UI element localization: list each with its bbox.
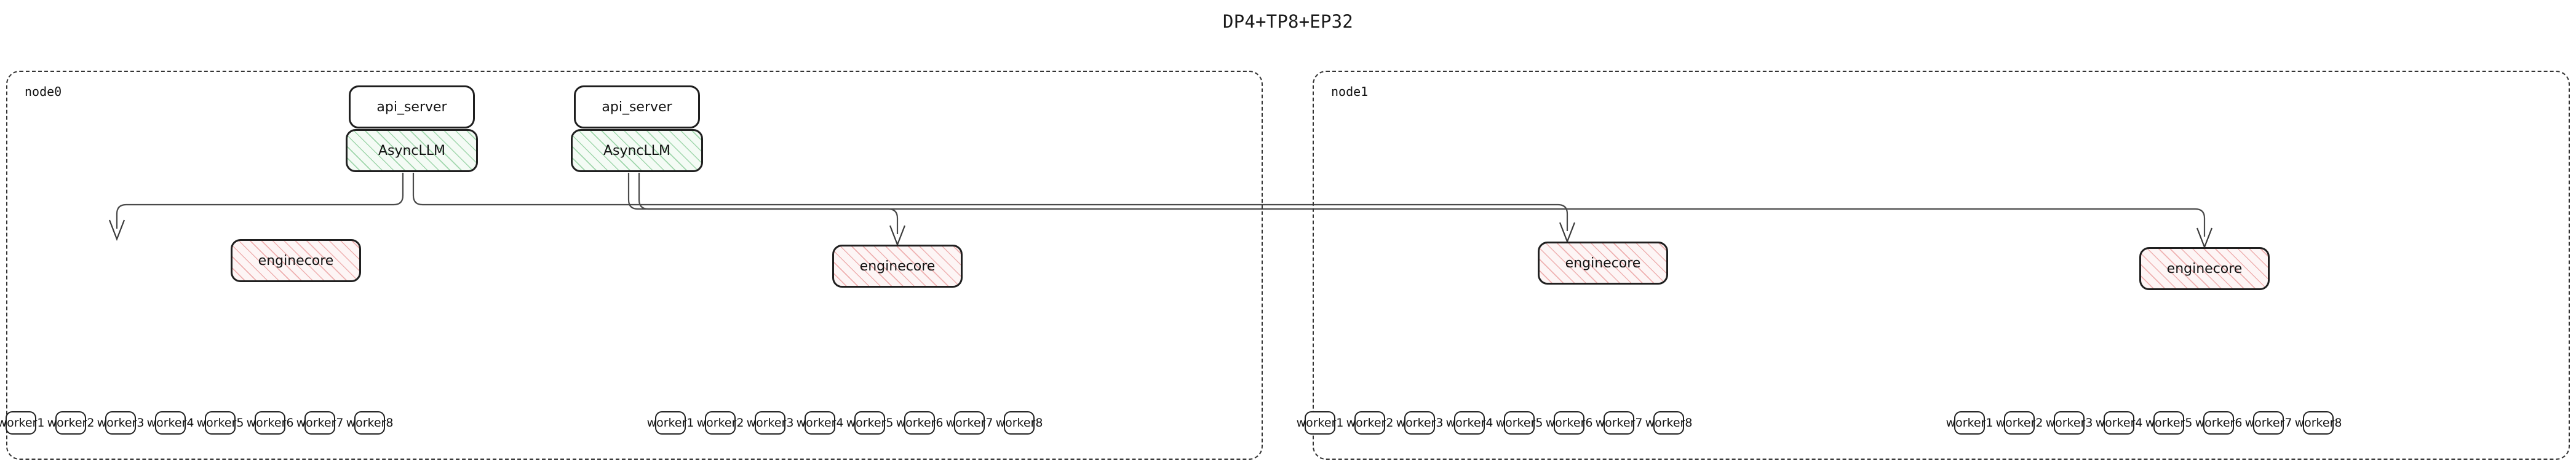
asyncllm-box[interactable]: AsyncLLM: [571, 129, 703, 172]
worker-box[interactable]: worker5: [2145, 411, 2192, 435]
api-server-box[interactable]: api_server: [574, 85, 700, 128]
enginecore-box[interactable]: enginecore: [2139, 247, 2270, 290]
worker-box[interactable]: worker6: [896, 411, 943, 435]
enginecore-box[interactable]: enginecore: [1538, 242, 1668, 285]
worker-box[interactable]: worker4: [1446, 411, 1493, 435]
worker-box[interactable]: worker1: [1946, 411, 1993, 435]
asyncllm-label: AsyncLLM: [603, 143, 671, 159]
cluster-node0[interactable]: node0: [6, 71, 1263, 460]
worker-box[interactable]: worker5: [846, 411, 893, 435]
worker-box[interactable]: worker3: [2046, 411, 2093, 435]
asyncllm-box[interactable]: AsyncLLM: [346, 129, 478, 172]
cluster-label-node0: node0: [25, 84, 62, 99]
enginecore-label: enginecore: [258, 253, 334, 269]
cluster-node1[interactable]: node1: [1313, 71, 2570, 460]
worker-box[interactable]: worker3: [97, 411, 144, 435]
worker-box[interactable]: worker3: [747, 411, 793, 435]
enginecore-box[interactable]: enginecore: [832, 245, 963, 288]
enginecore-label: enginecore: [1565, 255, 1641, 271]
worker-box[interactable]: worker3: [1396, 411, 1443, 435]
api-server-label: api_server: [376, 99, 447, 115]
worker-box[interactable]: worker4: [147, 411, 194, 435]
page-title: DP4+TP8+EP32: [1223, 11, 1353, 32]
worker-box[interactable]: worker8: [2295, 411, 2342, 435]
worker-box[interactable]: worker2: [47, 411, 94, 435]
worker-box[interactable]: worker5: [1496, 411, 1543, 435]
cluster-label-node1: node1: [1331, 84, 1369, 99]
worker-box[interactable]: worker4: [2096, 411, 2142, 435]
enginecore-label: enginecore: [859, 258, 936, 274]
worker-box[interactable]: worker2: [1996, 411, 2043, 435]
worker-box[interactable]: worker1: [1297, 411, 1343, 435]
worker-box[interactable]: worker8: [996, 411, 1043, 435]
worker-box[interactable]: worker6: [247, 411, 293, 435]
worker-box[interactable]: worker5: [197, 411, 244, 435]
worker-box[interactable]: worker1: [0, 411, 44, 435]
worker-box[interactable]: worker8: [346, 411, 393, 435]
api-server-box[interactable]: api_server: [349, 85, 475, 128]
worker-box[interactable]: worker1: [647, 411, 694, 435]
api-server-label: api_server: [602, 99, 672, 115]
enginecore-label: enginecore: [2166, 261, 2243, 277]
worker-box[interactable]: worker2: [1346, 411, 1393, 435]
worker-box[interactable]: worker7: [2245, 411, 2292, 435]
worker-box[interactable]: worker6: [1546, 411, 1592, 435]
worker-box[interactable]: worker6: [2195, 411, 2242, 435]
worker-box[interactable]: worker7: [946, 411, 993, 435]
asyncllm-label: AsyncLLM: [378, 143, 446, 159]
worker-box[interactable]: worker2: [697, 411, 744, 435]
worker-box[interactable]: worker8: [1645, 411, 1692, 435]
enginecore-box[interactable]: enginecore: [231, 239, 361, 282]
worker-box[interactable]: worker7: [1596, 411, 1642, 435]
worker-box[interactable]: worker7: [296, 411, 343, 435]
worker-box[interactable]: worker4: [797, 411, 843, 435]
